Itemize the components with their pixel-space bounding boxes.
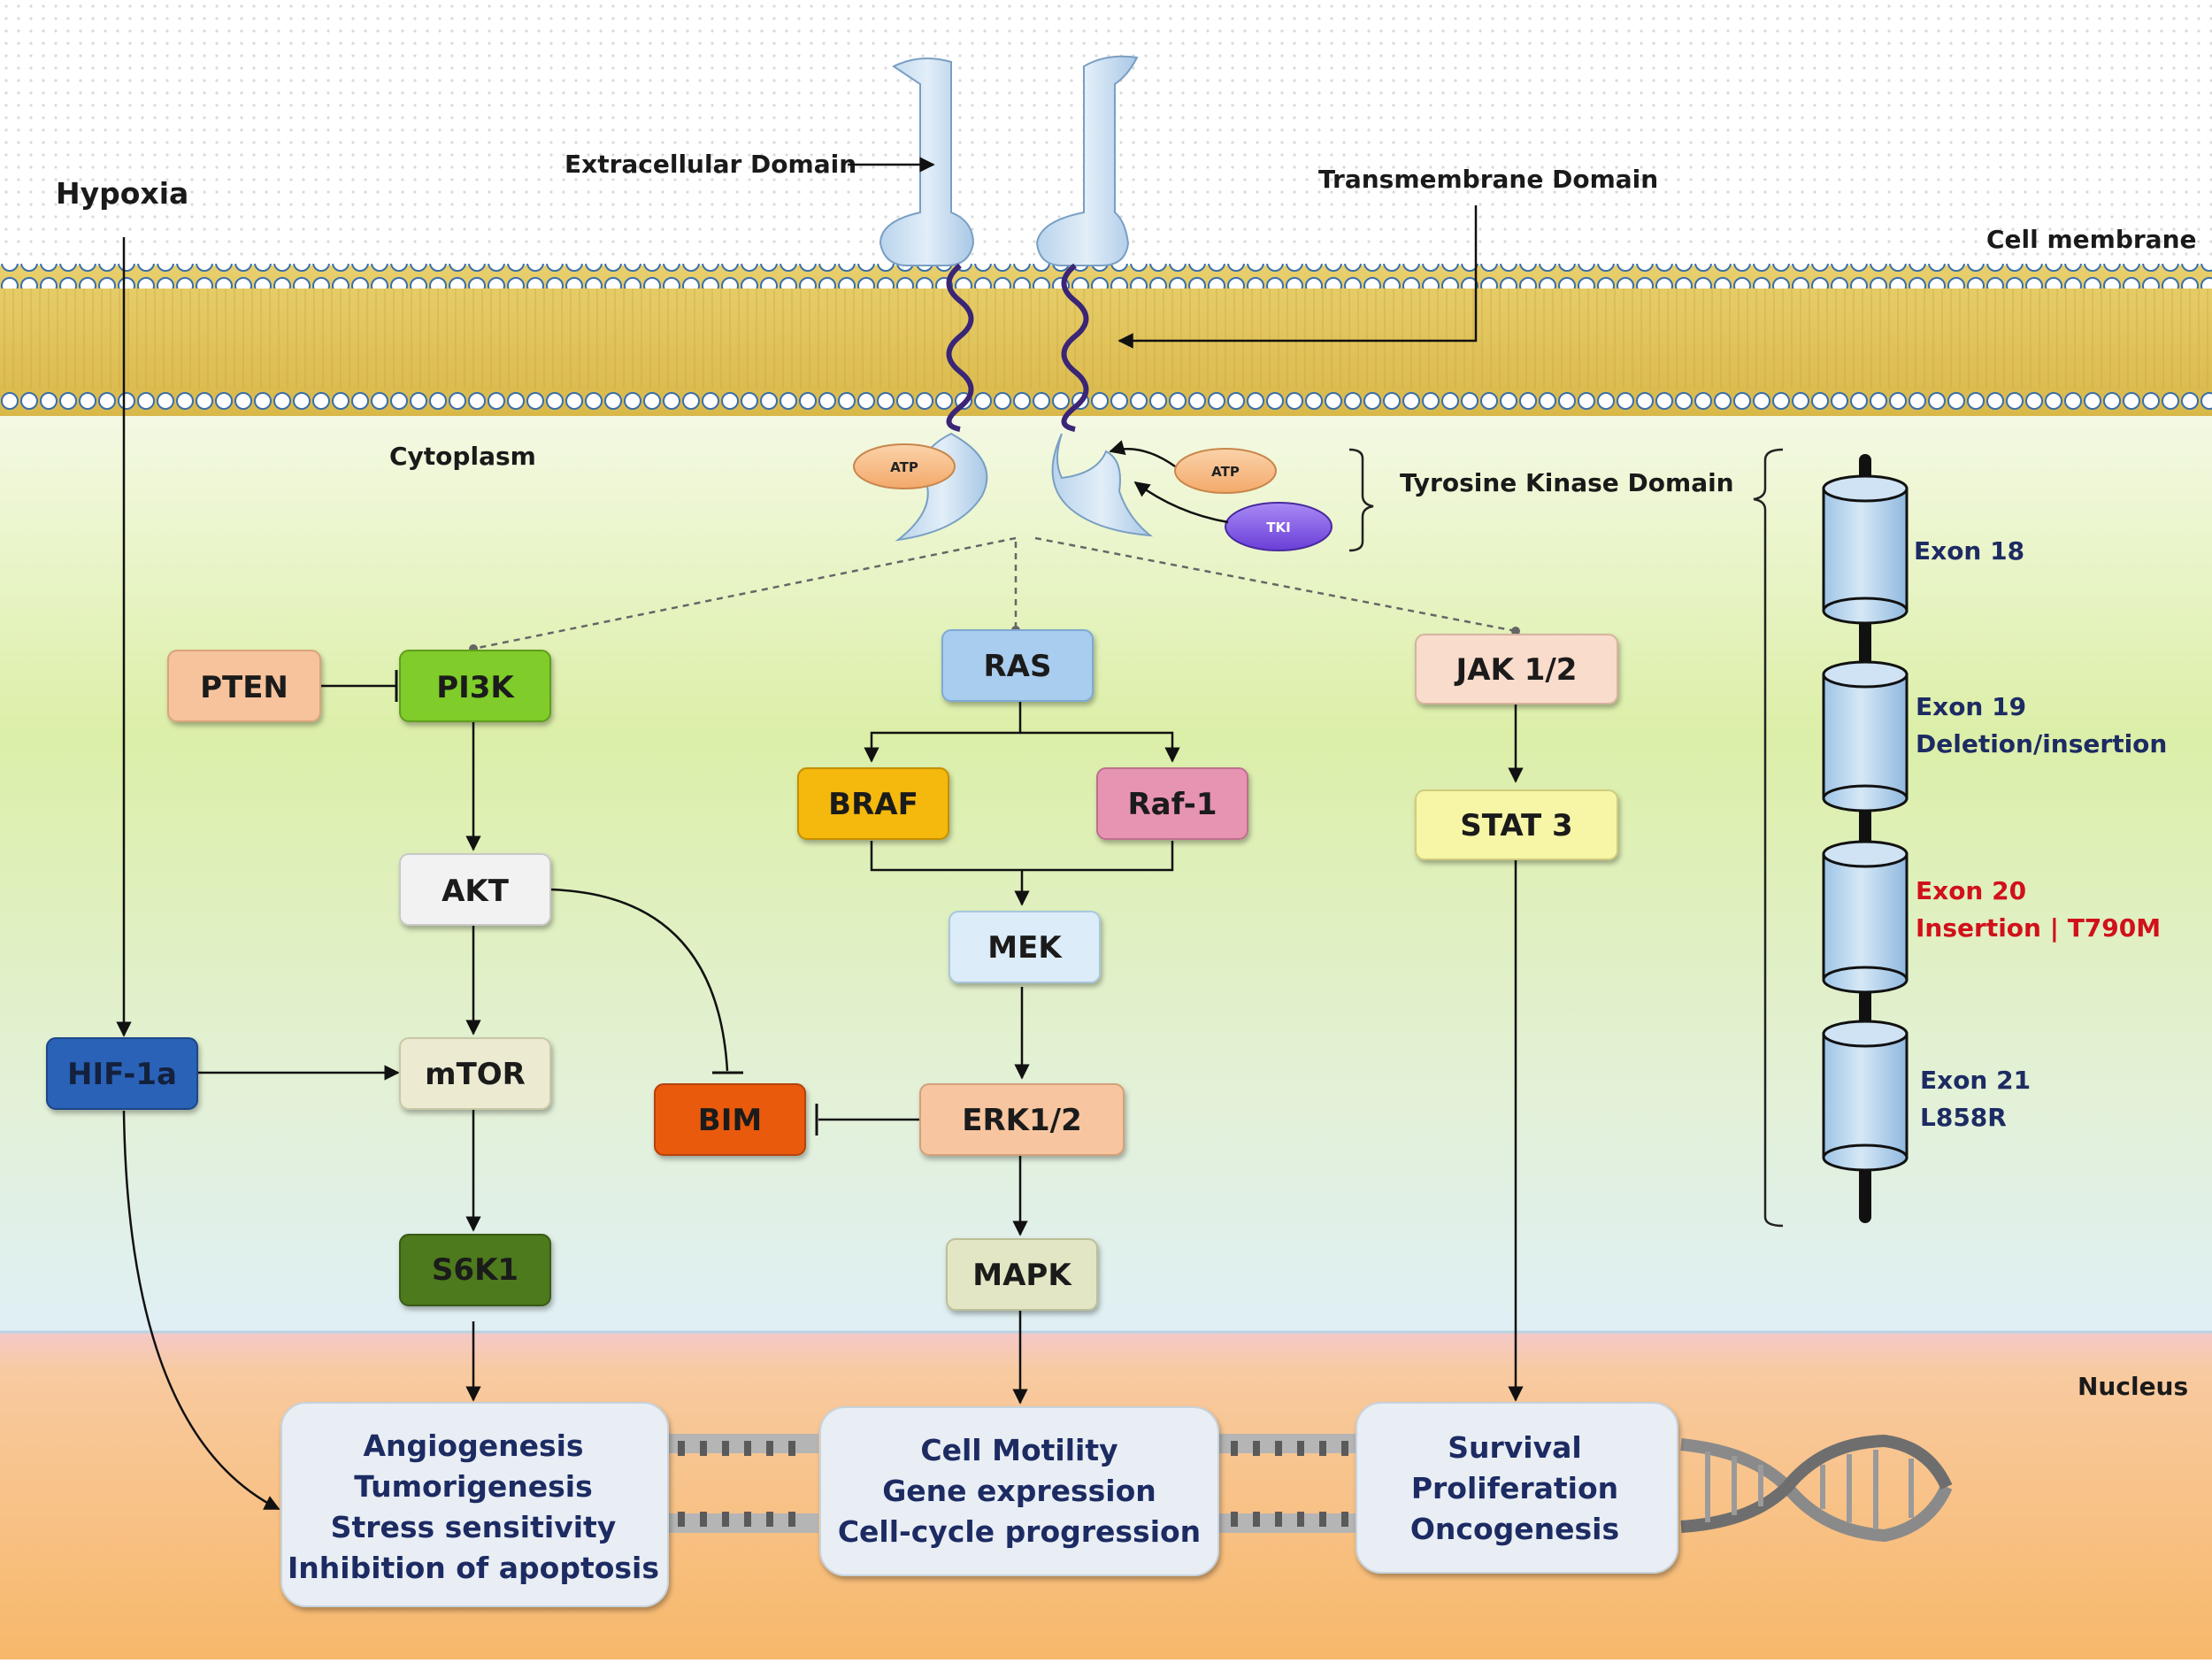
s6k1-label: S6K1 xyxy=(432,1252,518,1288)
outcome-middle: Cell Motility Gene expression Cell-cycle… xyxy=(819,1406,1219,1576)
mtor-node: mTOR xyxy=(399,1037,551,1110)
exon-21-cylinder xyxy=(1822,1020,1909,1172)
hypoxia-label: Hypoxia xyxy=(56,176,188,211)
mtor-label: mTOR xyxy=(425,1057,526,1092)
exon-19-mutation: Deletion/insertion xyxy=(1916,729,2167,758)
atp-left xyxy=(853,443,956,489)
outcome-right-3: Oncogenesis xyxy=(1410,1512,1619,1546)
outcome-left: Angiogenesis Tumorigenesis Stress sensit… xyxy=(280,1402,669,1607)
stat-label: STAT 3 xyxy=(1460,808,1572,843)
pi3k-label: PI3K xyxy=(436,670,515,705)
exon-20-mutation: Insertion | T790M xyxy=(1916,913,2161,943)
jak-node: JAK 1/2 xyxy=(1415,634,1618,704)
mapk-label: MAPK xyxy=(972,1258,1072,1293)
atp-left-label: ATP xyxy=(890,459,918,475)
pten-node: PTEN xyxy=(167,650,321,722)
raf1-label: Raf-1 xyxy=(1127,787,1217,822)
braf-node: BRAF xyxy=(797,767,949,840)
cytoplasm-label: Cytoplasm xyxy=(389,442,536,471)
transmembrane-domain-label: Transmembrane Domain xyxy=(1318,165,1658,194)
s6k1-box xyxy=(399,1234,551,1306)
outcome-left-4: Inhibition of apoptosis xyxy=(288,1551,659,1585)
dna-strand xyxy=(668,1434,1953,1543)
outcome-right-1: Survival xyxy=(1448,1430,1581,1465)
outcome-left-2: Tumorigenesis xyxy=(354,1469,593,1504)
erk-node: ERK1/2 xyxy=(919,1083,1125,1156)
exon-20-cylinder xyxy=(1822,840,1909,994)
mek-label: MEK xyxy=(987,930,1063,966)
mtor-box xyxy=(399,1037,551,1110)
s6k1-node: S6K1 xyxy=(399,1234,551,1306)
stat-box xyxy=(1415,789,1618,860)
outcome-left-3: Stress sensitivity xyxy=(331,1510,617,1544)
outcome-right: Survival Proliferation Oncogenesis xyxy=(1356,1402,1678,1574)
mapk-box xyxy=(946,1238,1098,1311)
hif-box xyxy=(46,1037,198,1110)
exon-18-cylinder xyxy=(1822,474,1909,625)
akt-label: AKT xyxy=(442,874,510,909)
stat-node: STAT 3 xyxy=(1415,789,1618,860)
cell-membrane-label: Cell membrane xyxy=(1986,225,2197,254)
mek-node: MEK xyxy=(949,911,1101,983)
bim-node: BIM xyxy=(654,1083,806,1156)
braf-label: BRAF xyxy=(828,787,918,822)
mapk-node: MAPK xyxy=(946,1238,1098,1311)
erk-label: ERK1/2 xyxy=(962,1103,1082,1138)
mek-box xyxy=(949,911,1101,983)
braf-box xyxy=(797,767,949,840)
atp-right xyxy=(1174,448,1277,494)
tk-domain-label: Tyrosine Kinase Domain xyxy=(1400,468,1734,497)
bim-label: BIM xyxy=(698,1103,762,1138)
exon-19-label: Exon 19 xyxy=(1916,692,2026,721)
extracellular-domain-label: Extracellular Domain xyxy=(565,150,856,179)
outcome-middle-1: Cell Motility xyxy=(920,1433,1118,1467)
exon-panel: Exon 18 Exon 19 Deletion/insertion Exon … xyxy=(1753,448,2167,1228)
hif-label: HIF-1a xyxy=(67,1057,177,1092)
outcome-middle-3: Cell-cycle progression xyxy=(838,1514,1201,1549)
exon-18-label: Exon 18 xyxy=(1914,536,2024,566)
tki-inhibitor xyxy=(1225,502,1333,551)
exon-20-label: Exon 20 xyxy=(1916,876,2026,905)
ras-node: RAS xyxy=(941,629,1094,702)
pathway-edges xyxy=(122,670,1524,1511)
akt-box xyxy=(399,853,551,926)
pten-label: PTEN xyxy=(200,670,288,705)
exon-21-mutation: L858R xyxy=(1920,1103,2007,1132)
akt-node: AKT xyxy=(399,853,551,926)
pi3k-node: PI3K xyxy=(399,650,551,722)
outcome-middle-2: Gene expression xyxy=(882,1474,1156,1508)
outcome-right-2: Proliferation xyxy=(1411,1471,1618,1505)
pten-box xyxy=(167,650,321,722)
erk-box xyxy=(919,1083,1125,1156)
jak-box xyxy=(1415,634,1618,704)
hif-node: HIF-1a xyxy=(46,1037,198,1110)
tki-label: TKI xyxy=(1266,520,1290,535)
ras-box xyxy=(941,629,1094,702)
raf1-box xyxy=(1096,767,1248,840)
pi3k-box xyxy=(399,650,551,722)
raf1-node: Raf-1 xyxy=(1096,767,1248,840)
nucleus-label: Nucleus xyxy=(2078,1372,2188,1401)
atp-right-label: ATP xyxy=(1211,464,1240,480)
bim-box xyxy=(654,1083,806,1156)
jak-label: JAK 1/2 xyxy=(1455,652,1578,688)
outcome-left-1: Angiogenesis xyxy=(363,1428,583,1463)
exon-19-cylinder xyxy=(1822,660,1909,812)
ras-label: RAS xyxy=(984,649,1052,684)
cell-membrane xyxy=(0,264,2212,416)
exon-21-label: Exon 21 xyxy=(1920,1066,2031,1095)
